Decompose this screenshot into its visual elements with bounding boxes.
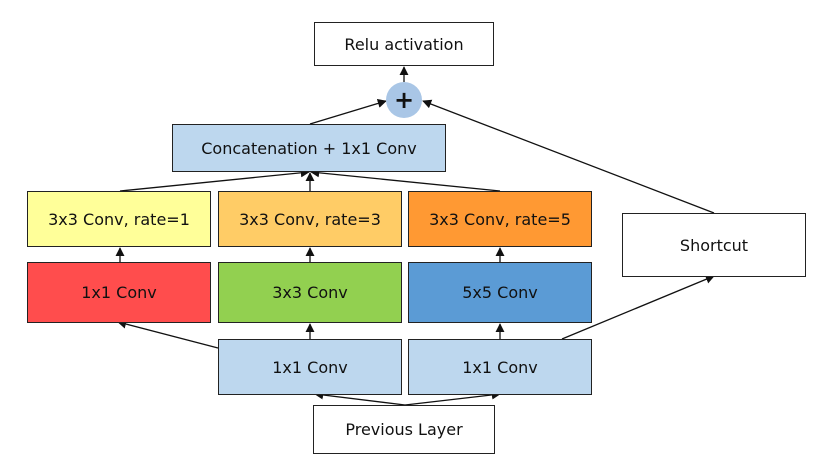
node-conv1x1-red: 1x1 Conv	[27, 262, 211, 323]
edge-prev-to-conv1x1-right	[404, 390, 501, 406]
edge-conv1x1-right-to-shortcut	[561, 274, 715, 340]
node-dil-rate1: 3x3 Conv, rate=1	[27, 191, 211, 247]
edge-conv1x1-left-to-red	[117, 319, 219, 349]
node-shortcut: Shortcut	[622, 213, 806, 277]
node-dil-rate5: 3x3 Conv, rate=5	[408, 191, 592, 247]
plus-icon: +	[393, 86, 415, 114]
node-conv5x5-blue: 5x5 Conv	[408, 262, 592, 323]
edge-rate5-to-concat	[310, 168, 501, 192]
node-relu: Relu activation	[314, 22, 494, 66]
node-dil-rate3: 3x3 Conv, rate=3	[218, 191, 402, 247]
node-prev-layer: Previous Layer	[313, 405, 495, 454]
node-concat: Concatenation + 1x1 Conv	[172, 124, 446, 172]
node-conv1x1-left: 1x1 Conv	[218, 339, 402, 395]
edge-concat-to-add	[309, 99, 387, 125]
edge-prev-to-conv1x1-left	[314, 390, 406, 406]
node-conv3x3-green: 3x3 Conv	[218, 262, 402, 323]
node-conv1x1-right: 1x1 Conv	[408, 339, 592, 395]
edge-shortcut-to-add	[422, 99, 715, 214]
edge-rate1-to-concat	[119, 168, 310, 192]
node-add-circle: +	[386, 82, 422, 118]
